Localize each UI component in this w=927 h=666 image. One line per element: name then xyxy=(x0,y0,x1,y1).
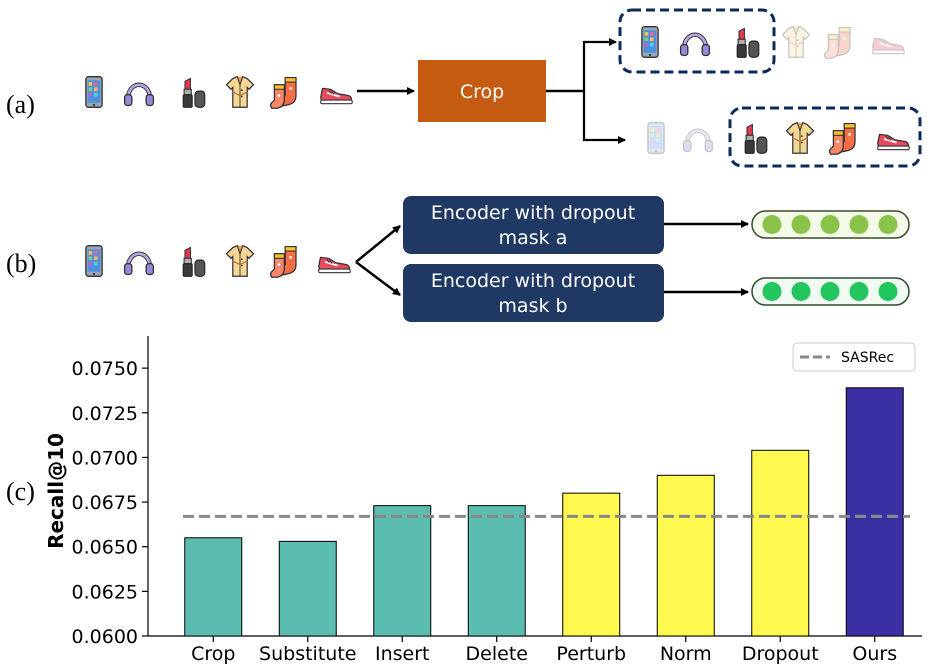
headphones-icon xyxy=(684,131,713,152)
bar-dropout xyxy=(751,449,810,637)
phone-icon xyxy=(85,76,103,108)
y-tick-label: 0.0725 xyxy=(72,403,138,425)
panel-c: (c) 0.0600 0.0625 0.0650 0.0675 0.0700 0.0725… xyxy=(6,336,922,665)
embedding-a-unit xyxy=(878,215,898,234)
embedding-b xyxy=(751,277,910,306)
bar-perturb xyxy=(562,492,621,637)
lipstick-icon xyxy=(744,123,768,154)
embedding-b-unit xyxy=(791,282,811,301)
y-tick-label: 0.0700 xyxy=(72,447,138,469)
x-tick-label: Crop xyxy=(191,643,235,665)
legend-label: SASRec xyxy=(841,350,894,366)
panel-c-label: (c) xyxy=(6,477,35,506)
bar-insert xyxy=(373,505,432,637)
embedding-a xyxy=(751,210,910,239)
encoder-a-label-line1: Encoder with dropout xyxy=(431,202,635,224)
crop-view-2 xyxy=(647,106,922,168)
socks-icon xyxy=(269,76,297,109)
sneaker-icon xyxy=(319,87,354,105)
y-tick-label: 0.0625 xyxy=(72,581,138,603)
shirt-icon xyxy=(785,122,815,154)
embedding-a-unit xyxy=(820,215,840,234)
lipstick-icon xyxy=(736,27,760,58)
socks-icon xyxy=(823,26,851,59)
headphones-icon xyxy=(125,254,154,275)
encoder-b-label-line1: Encoder with dropout xyxy=(431,270,635,292)
sneaker-icon xyxy=(871,37,906,55)
encoder-a-label-line2: mask a xyxy=(499,227,568,249)
y-tick-label: 0.0650 xyxy=(72,537,138,559)
arrow-to-crop-view-1 xyxy=(546,38,617,93)
x-tick-label: Ours xyxy=(852,643,897,665)
encoder-b-label-line2: mask b xyxy=(498,295,567,317)
headphones-icon xyxy=(681,35,710,56)
crop-view-1 xyxy=(618,8,906,74)
panel-a-label: (a) xyxy=(6,90,35,119)
x-tick-label: Substitute xyxy=(259,643,356,665)
panel-b: (b) Encoder with dropout mask a Encoder … xyxy=(6,196,910,322)
cropped-out-items xyxy=(647,122,713,154)
item-sequence xyxy=(85,76,354,109)
encoder-a-box xyxy=(403,196,664,254)
cropped-out-items xyxy=(781,26,906,59)
embedding-b-unit xyxy=(820,282,840,301)
y-tick-label: 0.0600 xyxy=(72,626,138,648)
phone-icon xyxy=(647,122,665,154)
x-tick-label: Delete xyxy=(466,643,528,665)
shirt-icon xyxy=(225,245,255,277)
legend-box xyxy=(792,342,916,372)
y-tick-label: 0.0750 xyxy=(72,358,138,380)
lipstick-icon xyxy=(182,77,206,108)
crop-box xyxy=(418,60,546,122)
bar-delete xyxy=(467,505,526,637)
arrow-to-encoder-b xyxy=(355,261,401,296)
bar-ours xyxy=(845,387,904,637)
embedding-a-unit xyxy=(849,215,869,234)
embedding-a-unit xyxy=(762,215,782,234)
headphones-icon xyxy=(125,85,154,106)
encoder-b-box xyxy=(403,264,664,322)
recall-bar-chart: 0.0600 0.0625 0.0650 0.0675 0.0700 0.0725 0.07… xyxy=(44,336,922,665)
panel-b-label: (b) xyxy=(6,249,36,278)
crop-window-1 xyxy=(618,8,776,74)
y-tick-label: 0.0675 xyxy=(72,492,138,514)
item-sequence xyxy=(85,245,352,278)
embedding-b-unit xyxy=(762,282,782,301)
x-tick-label: Insert xyxy=(375,643,430,665)
bar-crop xyxy=(184,537,243,637)
x-tick-label: Perturb xyxy=(556,643,626,665)
embedding-b-unit xyxy=(878,282,898,301)
x-tick-label: Dropout xyxy=(742,643,819,665)
phone-icon xyxy=(641,26,659,58)
socks-icon xyxy=(828,122,856,155)
embedding-b-unit xyxy=(849,282,869,301)
arrow-to-crop-view-2 xyxy=(546,89,626,144)
bar-norm xyxy=(656,474,715,637)
x-tick-label: Norm xyxy=(660,643,712,665)
phone-icon xyxy=(85,245,103,277)
shirt-icon xyxy=(225,76,255,108)
shirt-icon xyxy=(781,26,811,58)
arrow-to-encoder-a xyxy=(355,225,401,263)
sneaker-icon xyxy=(317,256,352,274)
crop-window-2 xyxy=(728,106,922,168)
socks-icon xyxy=(269,245,297,278)
lipstick-icon xyxy=(182,246,206,277)
crop-box-label: Crop xyxy=(460,81,504,103)
bar-substitute xyxy=(278,540,337,637)
y-axis-label: Recall@10 xyxy=(44,433,68,549)
panel-a: (a) Crop xyxy=(6,8,922,168)
sneaker-icon xyxy=(876,133,911,151)
embedding-a-unit xyxy=(791,215,811,234)
